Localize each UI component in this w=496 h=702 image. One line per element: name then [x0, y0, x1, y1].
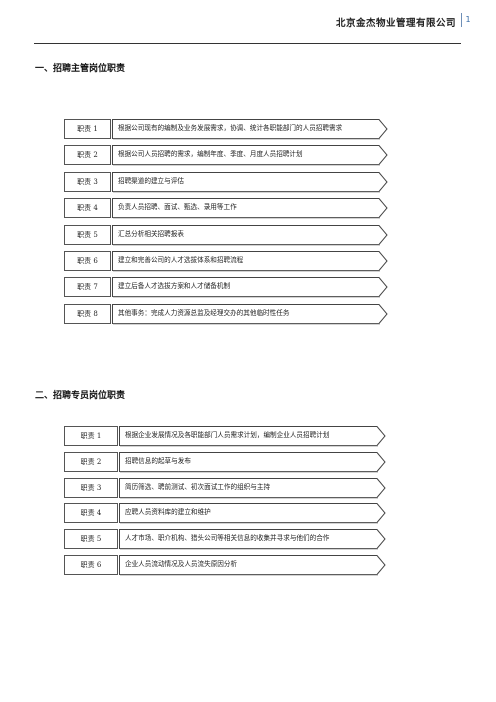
duty-description: 根据企业发展情况及各职能部门人员需求计划，编制企业人员招聘计划 [125, 431, 330, 439]
duty-description: 人才市场、职介机构、猎头公司等相关信息的收集并寻求与他们的合作 [125, 534, 330, 543]
duty-arrow-box [119, 555, 386, 576]
duty-label: 职责 4 [64, 503, 118, 524]
section-1-title: 一、招聘主管岗位职责 [35, 64, 126, 74]
duty-row: 职责 7 建立后备人才选拔方案和人才储备机制 [64, 277, 388, 298]
duty-label: 职责 4 [64, 198, 111, 219]
duty-arrow-box [112, 119, 388, 140]
duty-row: 职责 1 根据企业发展情况及各职能部门人员需求计划，编制企业人员招聘计划 [64, 426, 386, 447]
duty-arrow-box [112, 251, 388, 272]
duty-label: 职责 2 [64, 145, 111, 166]
duty-row: 职责 2 根据公司人员招聘的需求，编制年度、季度、月度人员招聘计划 [64, 145, 388, 166]
duty-label: 职责 6 [64, 251, 111, 271]
duty-label: 职责 7 [64, 277, 111, 298]
duty-arrow-box [119, 426, 386, 447]
duty-label: 职责 6 [64, 555, 118, 575]
duty-arrow-box [112, 224, 388, 245]
duty-description: 汇总分析相关招聘报表 [118, 229, 184, 238]
duty-description: 应聘人员资料库的建立和维护 [125, 508, 211, 517]
duty-row: 职责 3 招聘渠道的建立与评估 [64, 171, 388, 193]
duty-description: 招聘渠道的建立与评估 [118, 176, 184, 185]
duty-description: 负责人员招聘、面试、甄选、录用等工作 [118, 203, 237, 212]
duty-label: 职责 5 [64, 224, 111, 245]
header-divider [34, 43, 461, 44]
duty-row: 职责 5 人才市场、职介机构、猎头公司等相关信息的收集并寻求与他们的合作 [64, 529, 386, 550]
duty-arrow-box [112, 303, 388, 325]
duty-arrow-box [119, 503, 386, 524]
duty-label: 职责 1 [64, 119, 111, 139]
duty-row: 职责 6 企业人员流动情况及人员流失原因分析 [64, 555, 386, 576]
duty-row: 职责 6 建立和完善公司的人才选拔体系和招聘流程 [64, 251, 388, 272]
duty-row: 职责 2 招聘信息的起草与发布 [64, 451, 386, 473]
duty-row: 职责 8 其他事务：完成人力资源总监及经理交办的其他临时性任务 [64, 303, 388, 325]
duty-label: 职责 8 [64, 303, 111, 324]
duty-row: 职责 4 负责人员招聘、面试、甄选、录用等工作 [64, 198, 388, 219]
duty-description: 简历筛选、聘前测试、初次面试工作的组织与主持 [125, 482, 271, 491]
duty-label: 职责 1 [64, 426, 118, 446]
duty-row: 职责 4 应聘人员资料库的建立和维护 [64, 503, 386, 524]
duty-description: 其他事务：完成人力资源总监及经理交办的其他临时性任务 [118, 308, 290, 317]
duty-label: 职责 5 [64, 529, 118, 550]
duty-arrow-box [112, 171, 388, 193]
duty-label: 职责 3 [64, 171, 111, 192]
duty-arrow-box [119, 451, 386, 473]
page-number: 1 [461, 13, 474, 27]
duty-row: 职责 5 汇总分析相关招聘报表 [64, 224, 388, 245]
duty-label: 职责 2 [64, 451, 118, 472]
duty-arrow-box [119, 477, 386, 498]
header-company-name: 北京金杰物业管理有限公司 [335, 18, 456, 29]
duty-arrow-box [119, 529, 386, 550]
duty-arrow-box [112, 145, 388, 166]
duty-label: 职责 3 [64, 477, 118, 498]
duty-description: 招聘信息的起草与发布 [125, 456, 191, 465]
duty-description: 根据公司现有的编制及业务发展需求，协调、统计各职能部门的人员招聘需求 [118, 124, 343, 132]
duty-description: 建立后备人才选拔方案和人才储备机制 [118, 282, 231, 291]
duty-description: 企业人员流动情况及人员流失原因分析 [125, 560, 238, 568]
duty-row: 职责 1 根据公司现有的编制及业务发展需求，协调、统计各职能部门的人员招聘需求 [64, 119, 388, 140]
duty-arrow-box [112, 277, 388, 298]
duty-description: 建立和完善公司的人才选拔体系和招聘流程 [118, 256, 244, 264]
duty-row: 职责 3 简历筛选、聘前测试、初次面试工作的组织与主持 [64, 477, 386, 498]
duty-arrow-box [112, 198, 388, 219]
duty-description: 根据公司人员招聘的需求，编制年度、季度、月度人员招聘计划 [118, 150, 303, 159]
section-2-title: 二、招聘专员岗位职责 [35, 391, 126, 401]
